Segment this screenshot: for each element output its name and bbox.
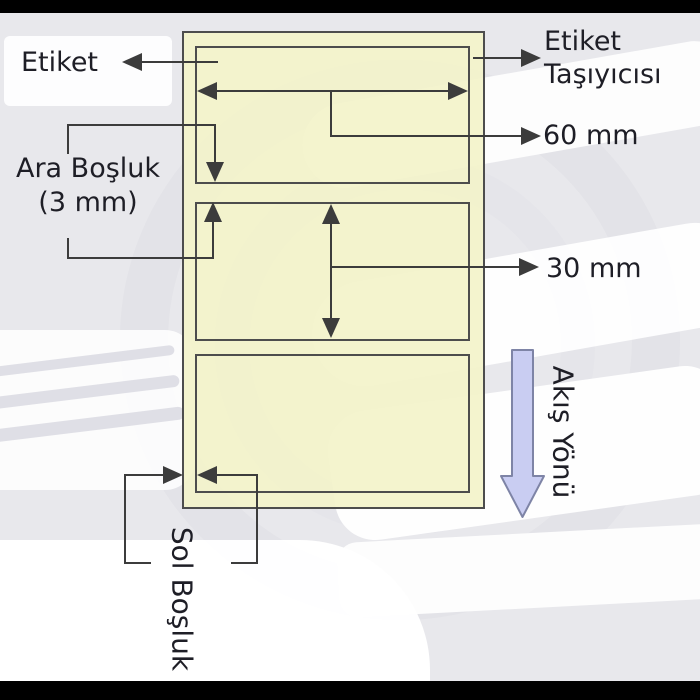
gap-label-text: Ara Boşluk (3 mm) [2, 152, 174, 220]
arrowhead-up-icon [204, 202, 222, 222]
height-dimension-text: 30 mm [546, 253, 642, 284]
label-carrier-strip [182, 31, 485, 509]
gap-bracket-left-line [67, 238, 69, 259]
left-margin-bracket-tick [124, 562, 151, 564]
flow-direction-label-text: Akış Yönü [546, 365, 580, 499]
gap-label-line1: Ara Boşluk [15, 153, 161, 184]
gap-arrow-line [214, 124, 216, 164]
width-connector-line [330, 91, 332, 136]
gap-bracket-bottom-line [67, 257, 214, 259]
arrowhead-right-icon [448, 82, 468, 100]
left-margin-line [124, 474, 164, 476]
left-margin-line [215, 474, 258, 476]
arrowhead-right-icon [163, 466, 183, 484]
height-dimension-line [330, 216, 332, 326]
left-margin-label-text: Sol Boşluk [165, 526, 199, 672]
label-top [195, 46, 470, 184]
arrowhead-down-icon [322, 318, 340, 338]
height-callout-line [330, 266, 520, 268]
etiket-callout-line [142, 61, 218, 63]
gap-bracket-top-line [67, 124, 216, 126]
watermark-highlight-box [4, 36, 172, 106]
label-middle [195, 202, 470, 341]
top-black-bar [0, 0, 700, 13]
etiket-label-text: Etiket [21, 47, 99, 78]
carrier-label-text: Etiket Taşıyıcısı [544, 26, 662, 92]
carrier-label-line2: Taşıyıcısı [544, 58, 662, 90]
bottom-black-bar [0, 681, 700, 700]
arrowhead-down-icon [206, 162, 224, 182]
arrowhead-right-icon [519, 258, 539, 276]
watermark-swoosh-band [0, 540, 430, 685]
label-bottom [195, 354, 470, 493]
arrowhead-left-icon [122, 53, 142, 71]
flow-direction-arrow-icon [500, 349, 545, 518]
arrowhead-left-icon [197, 82, 217, 100]
carrier-callout-line [473, 57, 523, 59]
left-margin-bracket-line [124, 474, 126, 564]
width-dimension-text: 60 mm [543, 120, 639, 151]
gap-arrow-line [212, 222, 214, 259]
width-callout-line [330, 135, 522, 137]
left-margin-bracket-tick [231, 562, 258, 564]
arrowhead-up-icon [322, 204, 340, 224]
arrowhead-right-icon [521, 127, 541, 145]
carrier-label-line1: Etiket [544, 26, 622, 57]
left-margin-bracket-line [256, 474, 258, 564]
gap-label-line2: (3 mm) [38, 186, 138, 218]
arrowhead-left-icon [197, 466, 217, 484]
gap-bracket-left-line [67, 124, 69, 154]
width-dimension-line [210, 90, 456, 92]
arrowhead-right-icon [521, 49, 541, 67]
